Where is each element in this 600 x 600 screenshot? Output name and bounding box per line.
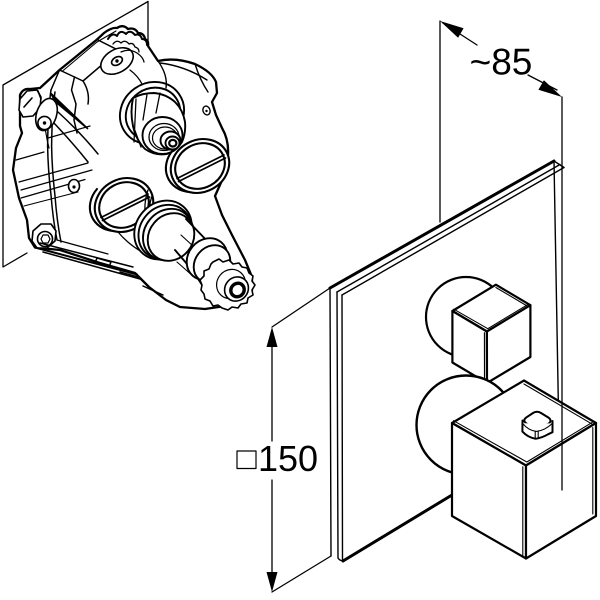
svg-text:~85: ~85 — [470, 42, 533, 83]
svg-text:150: 150 — [258, 438, 318, 479]
